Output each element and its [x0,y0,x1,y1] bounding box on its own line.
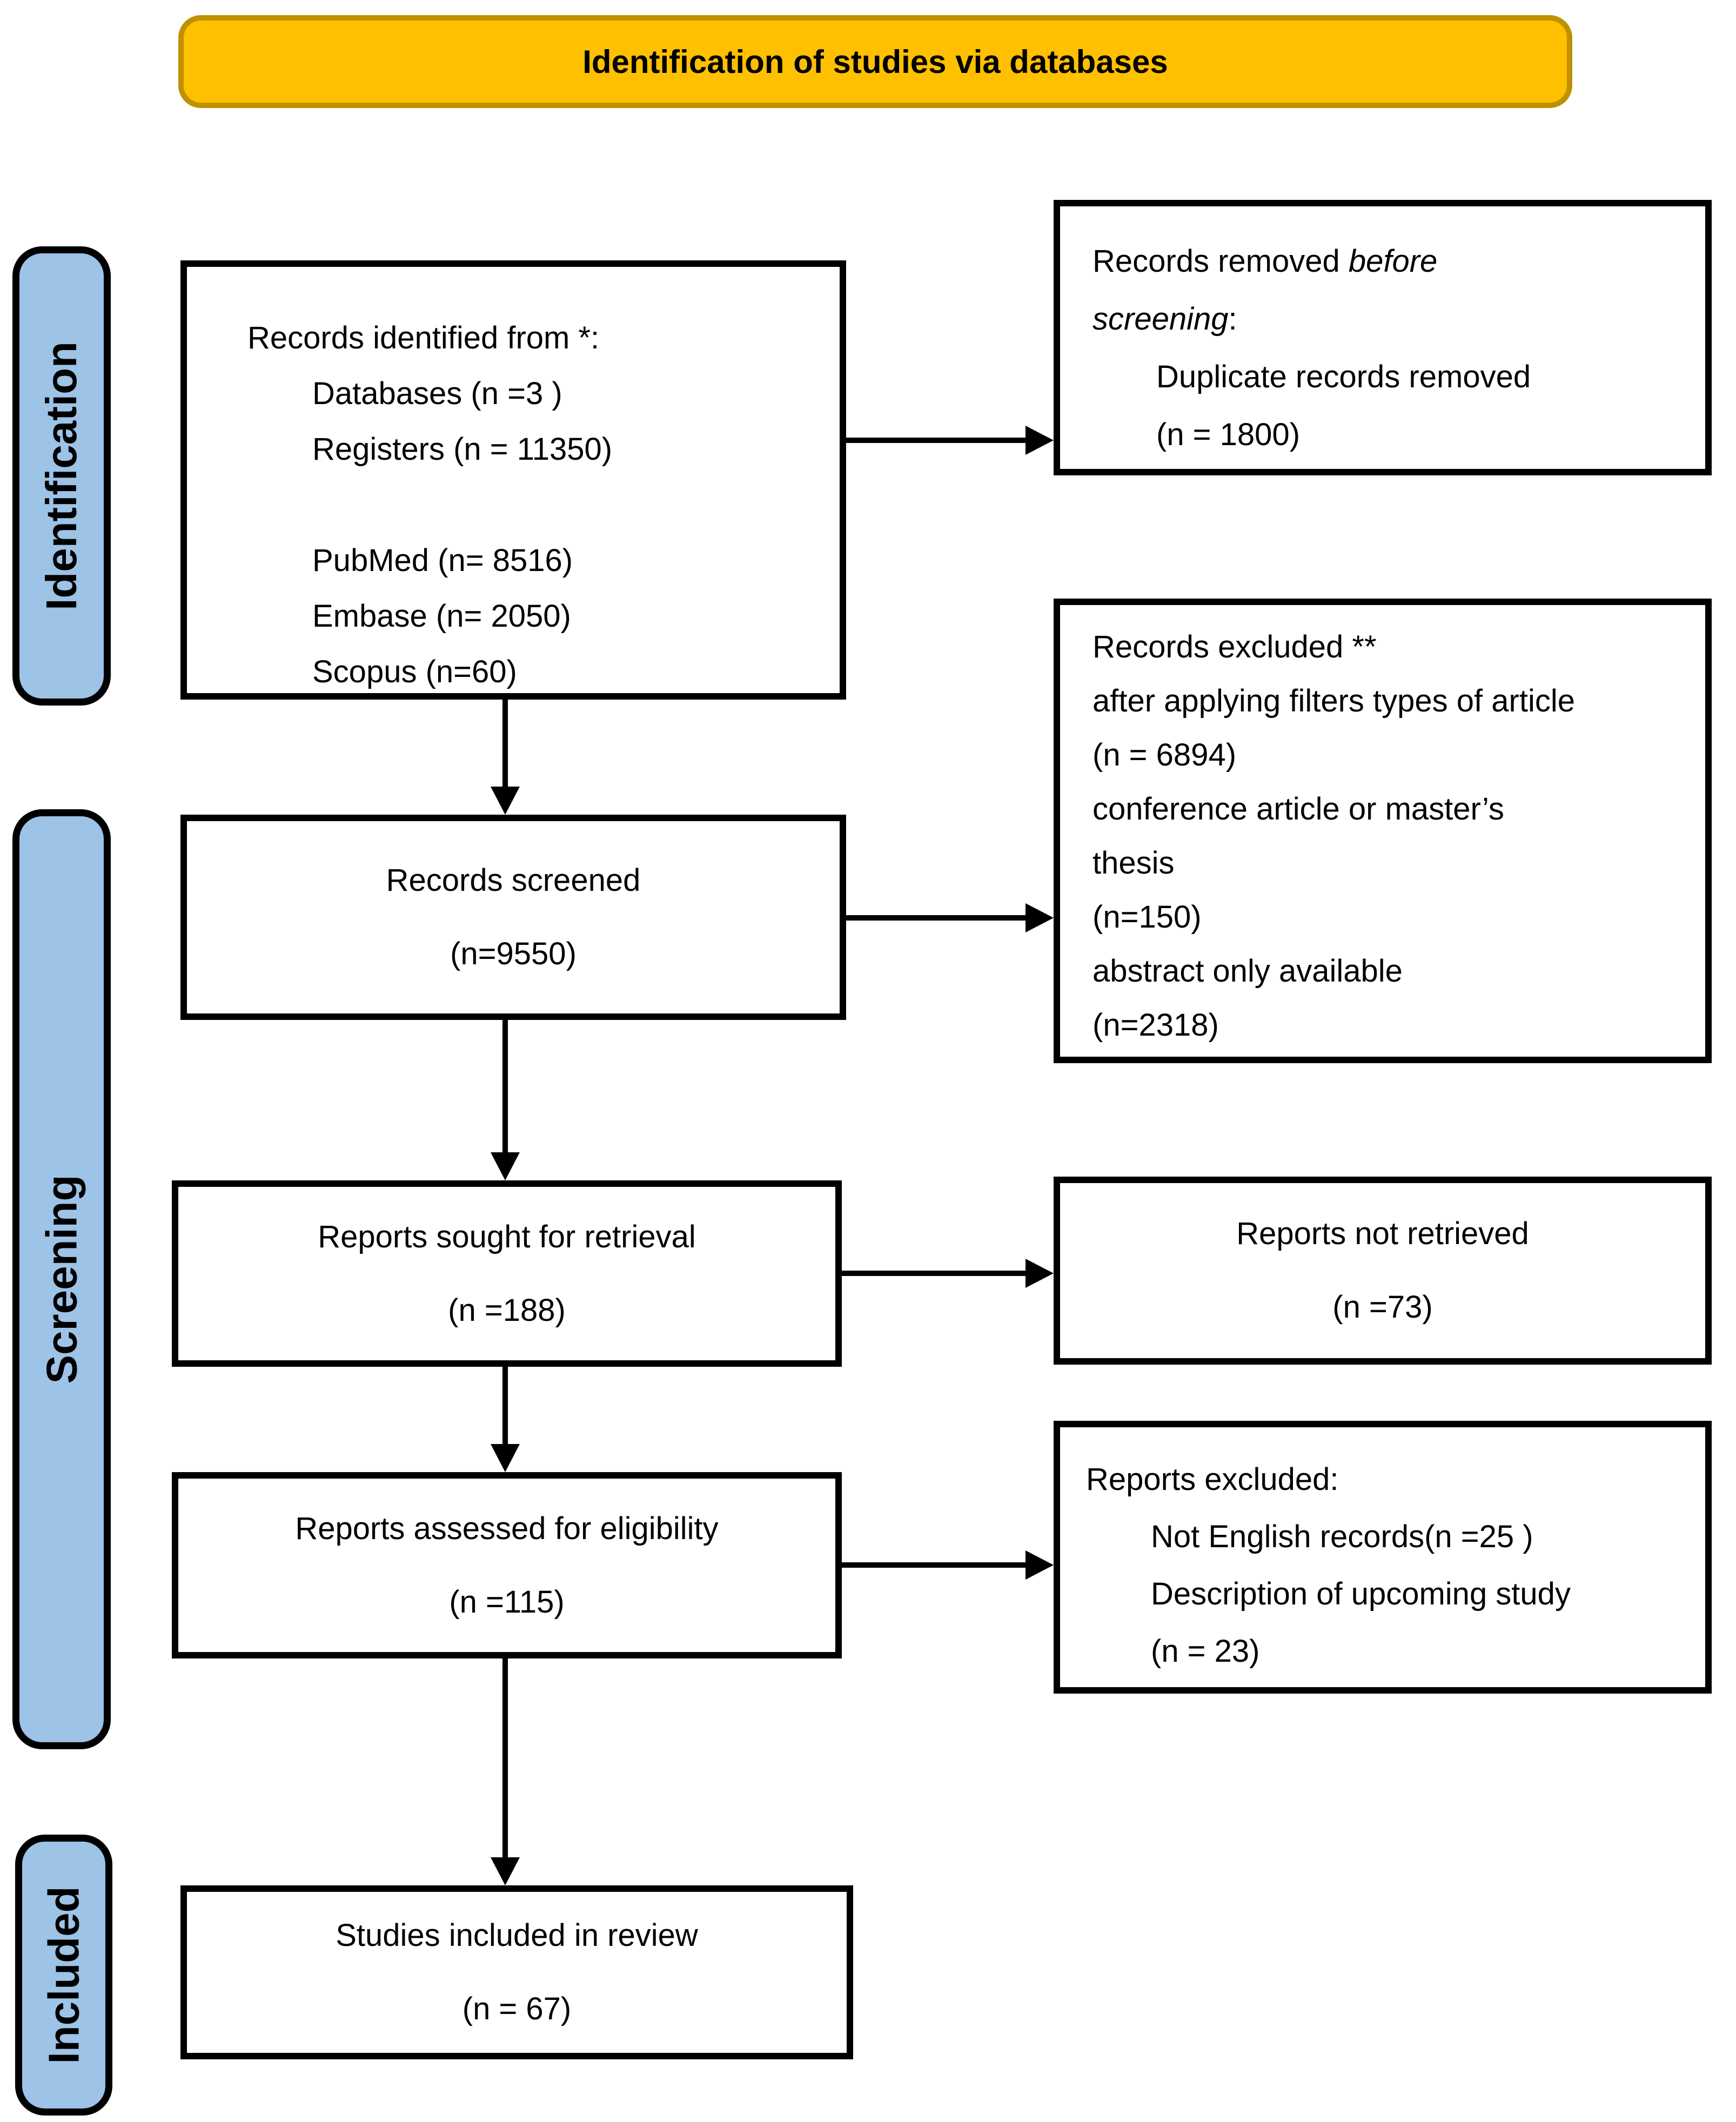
arrow-head-right-icon [1025,426,1054,455]
records-identified-title: Records identified from *: [247,320,600,355]
records-screened-line1: Records screened [386,863,641,898]
box-studies-included: Studies included in review (n = 67) [180,1885,853,2059]
stage-label-identification: Identification [12,246,111,706]
banner-title: Identification of studies via databases [178,15,1572,108]
arrow-stem [502,700,508,787]
records-screened-line2: (n=9550) [450,936,577,971]
reports-assessed-line2: (n =115) [449,1584,565,1620]
records-excluded-line: abstract only available [1092,953,1403,989]
reports-assessed-line1: Reports assessed for eligibility [295,1510,719,1546]
arrow-head-right-icon [1025,1550,1054,1580]
arrow-head-right-icon [1025,903,1054,932]
reports-not-retrieved-line2: (n =73) [1332,1290,1433,1325]
records-removed-title-line1: Records removed before [1092,243,1438,279]
arrow-stem [846,915,1025,921]
arrow-stem [842,1271,1025,1276]
arrow-head-right-icon [1025,1259,1054,1288]
reports-excluded-line: Description of upcoming study [1151,1576,1571,1612]
records-excluded-line: (n=150) [1092,899,1202,935]
records-excluded-line: Records excluded ** [1092,629,1377,665]
box-records-screened: Records screened (n=9550) [180,815,846,1020]
records-removed-line: Duplicate records removed [1156,359,1531,394]
reports-not-retrieved-line1: Reports not retrieved [1236,1216,1529,1252]
arrow-stem [502,1020,508,1152]
stage-label-identification-text: Identification [37,341,85,610]
arrow-head-down-icon [491,1444,520,1472]
reports-excluded-title: Reports excluded: [1086,1462,1339,1498]
stage-label-screening-text: Screening [37,1174,86,1384]
records-excluded-line: conference article or master’s [1092,791,1504,827]
records-identified-line: Databases (n =3 ) [312,375,562,411]
reports-sought-line1: Reports sought for retrieval [318,1219,696,1254]
box-reports-not-retrieved: Reports not retrieved (n =73) [1054,1177,1712,1365]
arrow-stem [846,438,1025,443]
studies-included-line1: Studies included in review [336,1918,698,1953]
stage-label-included: Included [15,1835,112,2116]
records-removed-title-line2: screening: [1092,301,1237,337]
studies-included-line2: (n = 67) [462,1991,572,2026]
records-excluded-line: after applying filters types of article [1092,683,1575,719]
records-excluded-line: (n = 6894) [1092,737,1237,773]
box-reports-assessed: Reports assessed for eligibility (n =115… [172,1472,842,1658]
arrow-head-down-icon [491,787,520,815]
records-removed-line: (n = 1800) [1156,417,1301,452]
arrow-stem [502,1367,508,1444]
arrow-stem [502,1658,508,1857]
stage-label-screening: Screening [12,809,111,1749]
box-records-excluded: Records excluded ** after applying filte… [1054,599,1712,1063]
records-identified-line: Registers (n = 11350) [312,431,613,467]
arrow-stem [842,1562,1025,1568]
box-reports-excluded: Reports excluded: Not English records(n … [1054,1421,1712,1694]
records-identified-line: Embase (n= 2050) [312,598,571,634]
arrow-head-down-icon [491,1152,520,1180]
reports-excluded-line: Not English records(n =25 ) [1151,1519,1533,1555]
records-identified-line: PubMed (n= 8516) [312,542,573,578]
box-records-identified: Records identified from *: Databases (n … [180,260,846,700]
records-identified-line: Scopus (n=60) [312,654,517,689]
box-reports-sought: Reports sought for retrieval (n =188) [172,1180,842,1367]
records-excluded-line: (n=2318) [1092,1008,1219,1043]
records-identified-line [247,477,823,533]
reports-sought-line2: (n =188) [448,1292,566,1328]
box-records-removed: Records removed before screening: Duplic… [1054,200,1712,475]
arrow-head-down-icon [491,1857,520,1885]
stage-label-included-text: Included [39,1886,88,2064]
records-excluded-line: thesis [1092,845,1175,881]
reports-excluded-line: (n = 23) [1151,1634,1260,1669]
